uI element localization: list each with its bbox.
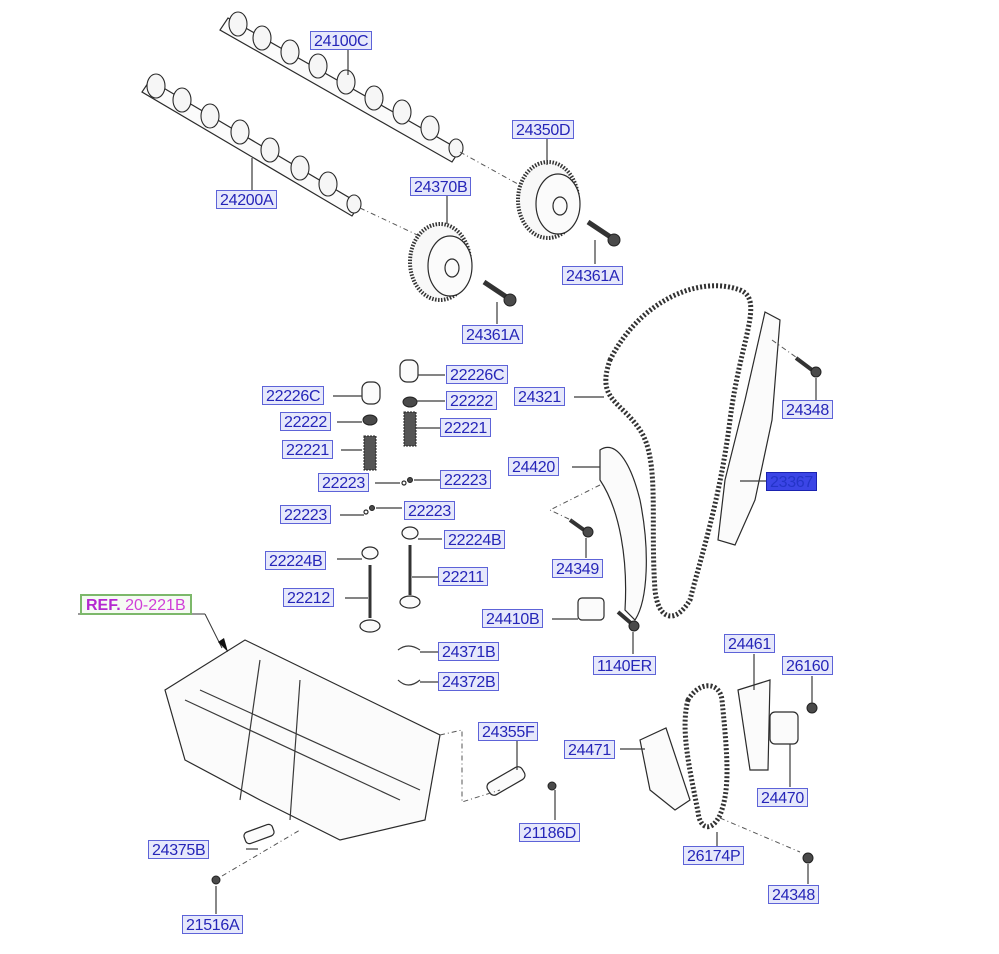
part-label[interactable]: 21516A — [182, 915, 244, 934]
part-label[interactable]: 24471 — [564, 740, 615, 759]
cylinder-head — [164, 639, 441, 841]
oil-pump-guide — [639, 727, 691, 811]
part-label[interactable]: 24410B — [482, 609, 544, 628]
part-label[interactable]: 24361A — [562, 266, 624, 285]
part-label[interactable]: 24348 — [782, 400, 833, 419]
part-label[interactable]: 22223 — [318, 473, 369, 492]
part-label[interactable]: 24371B — [438, 642, 500, 661]
part-label[interactable]: 24420 — [508, 457, 559, 476]
chain-guide-fixed — [717, 311, 781, 546]
part-label[interactable]: 22223 — [440, 470, 491, 489]
part-label[interactable]: 22224B — [265, 551, 327, 570]
part-label[interactable]: 24321 — [514, 387, 565, 406]
part-label[interactable]: 24372B — [438, 672, 500, 691]
part-label[interactable]: 24355F — [478, 722, 539, 741]
part-label[interactable]: 26174P — [683, 846, 745, 865]
cam-sprocket-intake — [408, 222, 473, 302]
arm-bolt — [568, 518, 594, 538]
sprocket-bolt — [482, 279, 517, 307]
part-label[interactable]: 22226C — [446, 365, 509, 384]
cam-sprocket-exhaust — [516, 160, 581, 240]
chain-tensioner — [577, 597, 640, 632]
part-label[interactable]: 24348 — [768, 885, 819, 904]
oil-control-valve — [486, 766, 557, 796]
reference-callout[interactable]: REF. 20-221B — [80, 594, 192, 615]
part-label[interactable]: 24200A — [216, 190, 278, 209]
guide-bolt — [794, 356, 822, 378]
sprocket-bolt — [586, 219, 621, 247]
part-label[interactable]: 22221 — [282, 440, 333, 459]
part-label-selected[interactable]: 23367 — [766, 472, 817, 491]
part-label[interactable]: 1140ER — [593, 656, 656, 675]
oil-pump-tensioner — [769, 711, 799, 745]
part-label[interactable]: 22222 — [280, 412, 331, 431]
leader-lines — [215, 50, 817, 914]
part-label[interactable]: 24361A — [462, 325, 524, 344]
reference-code: 20-221B — [125, 597, 186, 614]
valve-train — [359, 359, 421, 686]
reference-prefix: REF. — [86, 597, 121, 614]
part-label[interactable]: 24370B — [410, 177, 472, 196]
part-label[interactable]: 22226C — [262, 386, 325, 405]
part-label[interactable]: 24375B — [148, 840, 210, 859]
part-label[interactable]: 22221 — [440, 418, 491, 437]
camshaft-exhaust — [219, 11, 464, 163]
part-label[interactable]: 24461 — [724, 634, 775, 653]
solenoid — [243, 823, 275, 845]
tensioner-arm — [599, 446, 647, 621]
plug — [211, 875, 221, 885]
part-label[interactable]: 22224B — [444, 530, 506, 549]
part-label[interactable]: 21186D — [519, 823, 581, 842]
part-label[interactable]: 22211 — [438, 567, 488, 586]
part-label[interactable]: 24350D — [512, 120, 575, 139]
part-label[interactable]: 26160 — [782, 656, 833, 675]
part-label[interactable]: 24470 — [757, 788, 808, 807]
part-label[interactable]: 22223 — [404, 501, 455, 520]
oil-pump-chain — [682, 683, 730, 830]
part-label[interactable]: 24349 — [552, 559, 603, 578]
part-label[interactable]: 24100C — [310, 31, 373, 50]
camshaft-intake — [141, 73, 362, 217]
part-label[interactable]: 22222 — [446, 391, 497, 410]
part-label[interactable]: 22223 — [280, 505, 331, 524]
part-label[interactable]: 22212 — [283, 588, 334, 607]
oil-pump-tensioner-arm — [737, 679, 771, 771]
